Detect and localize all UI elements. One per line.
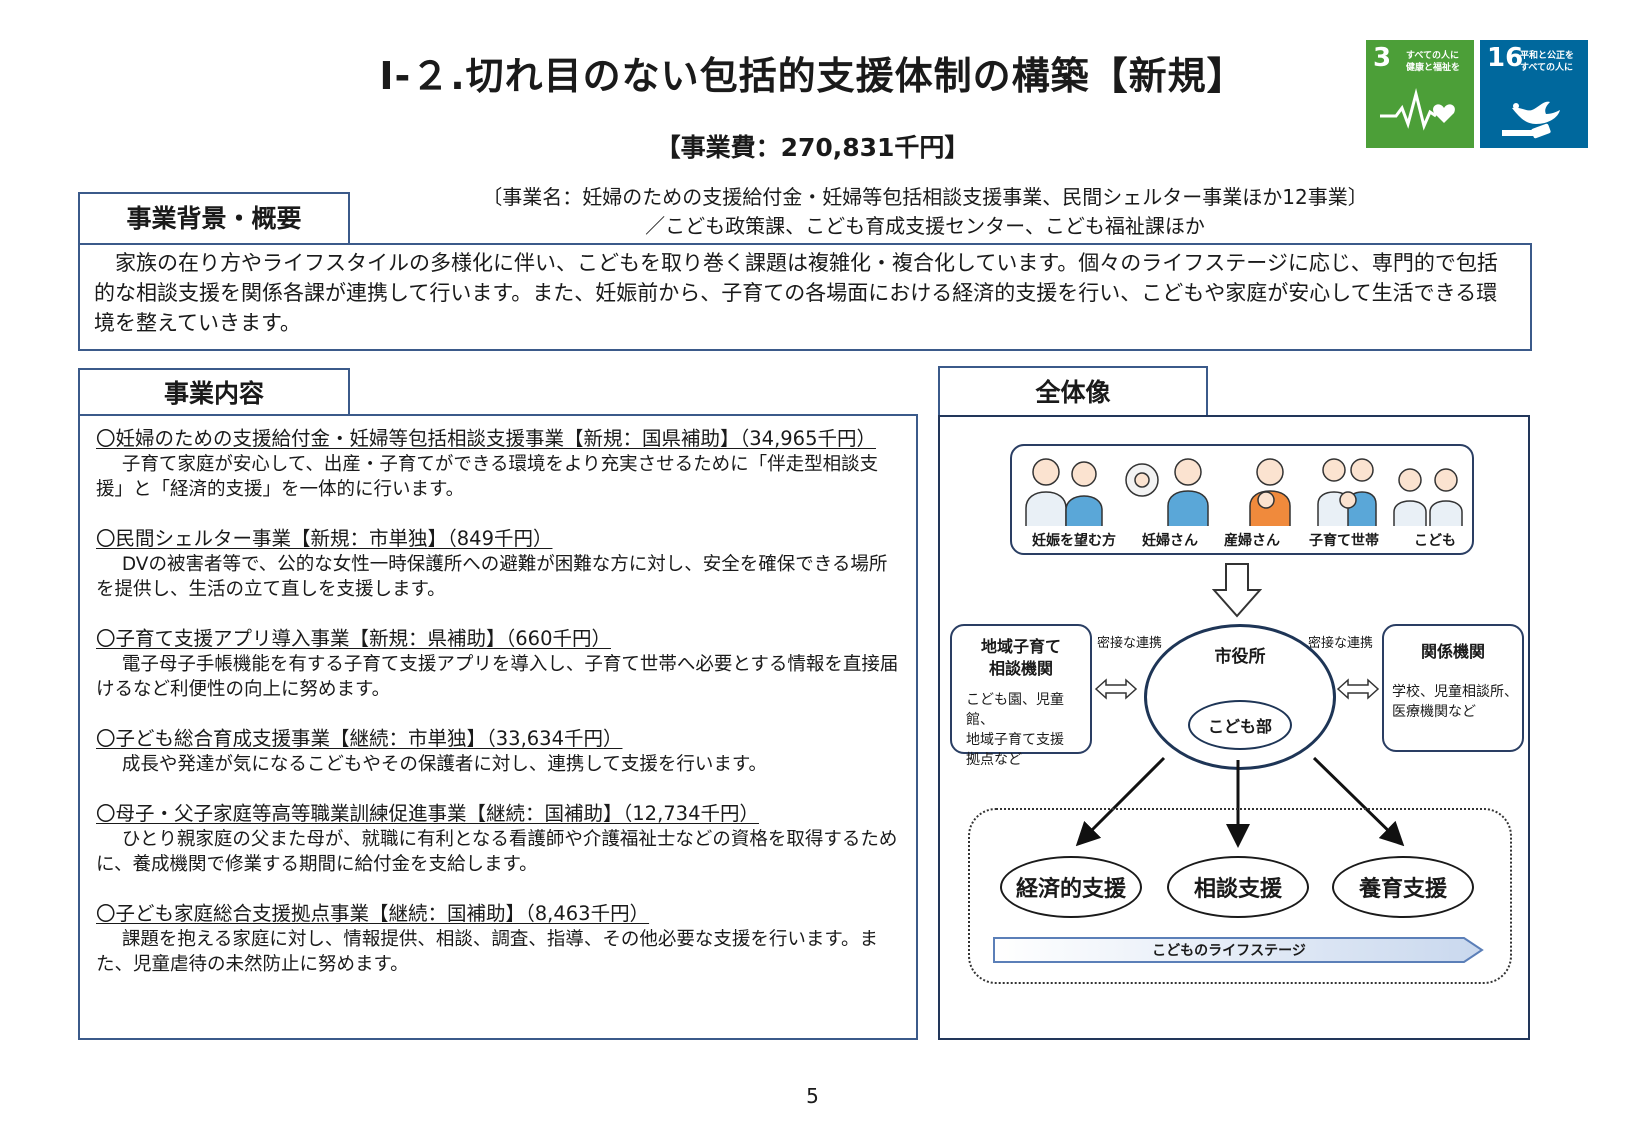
target-label: 産婦さん	[1224, 533, 1280, 549]
heartbeat-icon	[1380, 88, 1455, 131]
org-desc-line: 地域子育て支援	[966, 732, 1064, 748]
project-department-line: ／こども政策課、こども育成支援センター、こども福祉課ほか	[645, 214, 1205, 238]
item-description: ひとり親家庭の父また母が、就職に有利となる看護師や介護福祉士などの資格を取得する…	[96, 829, 898, 875]
target-label: 妊婦さん	[1142, 533, 1198, 549]
sdg-text-line: すべての人に	[1520, 63, 1574, 73]
sdg-number: 3	[1373, 43, 1392, 73]
support-region	[968, 808, 1512, 984]
sdg-badge-3: 3 すべての人に 健康と福祉を	[1366, 40, 1474, 148]
link-label-right: 密接な連携	[1308, 636, 1374, 651]
item-heading: 〇子ども家庭総合支援拠点事業【継続：国補助】（8,463千円）	[96, 902, 650, 925]
link-label-left: 密接な連携	[1097, 636, 1163, 651]
item-description: DVの被害者等で、公的な女性一時保護所への避難が困難な方に対し、安全を確保できる…	[96, 554, 888, 600]
content-item: 〇妊婦のための支援給付金・妊婦等包括相談支援事業【新規：国県補助】（34,965…	[96, 426, 900, 502]
org-desc-line: 拠点など	[966, 752, 1022, 768]
item-heading: 〇民間シェルター事業【新規：市単独】（849千円）	[96, 527, 553, 550]
org-description: こども園、児童館、 地域子育て支援 拠点など	[966, 690, 1090, 770]
childcare-support: 養育支援	[1332, 856, 1474, 918]
local-support-org: 地域子育て 相談機関 こども園、児童館、 地域子育て支援 拠点など	[950, 624, 1092, 768]
content-item: 〇子ども総合育成支援事業【継続：市単独】（33,634千円） 成長や発達が気にな…	[96, 726, 900, 777]
consultation-support: 相談支援	[1167, 856, 1309, 918]
item-heading: 〇妊婦のための支援給付金・妊婦等包括相談支援事業【新規：国県補助】（34,965…	[96, 427, 876, 450]
economic-support: 経済的支援	[1000, 856, 1142, 918]
org-desc-line: 学校、児童相談所、	[1392, 684, 1518, 700]
dove-gavel-icon	[1502, 101, 1560, 139]
item-description: 子育て家庭が安心して、出産・子育てができる環境をより充実させるために「伴走型相談…	[96, 454, 879, 500]
item-description: 電子母子手帳機能を有する子育て支援アプリを導入し、子育て世帯へ必要とする情報を直…	[96, 654, 899, 700]
double-arrow-right-icon	[1336, 678, 1380, 700]
support-arrows	[1075, 756, 1405, 848]
item-description: 成長や発達が気になるこどもやその保護者に対し、連携して支援を行います。	[121, 754, 767, 775]
down-arrow-icon	[1212, 563, 1262, 618]
sdg-text-line: 平和と公正を	[1520, 51, 1575, 61]
item-heading: 〇子育て支援アプリ導入事業【新規：県補助】（660千円）	[96, 627, 611, 650]
item-heading: 〇母子・父子家庭等高等職業訓練促進事業【継続：国補助】（12,734千円）	[96, 802, 759, 825]
content-item: 〇子育て支援アプリ導入事業【新規：県補助】（660千円） 電子母子手帳機能を有す…	[96, 626, 900, 702]
project-name: 〔事業名：妊婦のための支援給付金・妊婦等包括相談支援事業、民間シェルター事業ほか…	[340, 183, 1510, 241]
person-icon	[1025, 458, 1463, 526]
sdg-number: 16	[1487, 43, 1524, 73]
page-number: 5	[806, 1084, 819, 1108]
target-label: 子育て世帯	[1309, 533, 1379, 549]
total-cost: 【事業費：270,831千円】	[655, 133, 970, 162]
org-title: 地域子育て 相談機関	[952, 636, 1090, 680]
content-tab: 事業内容	[78, 368, 350, 416]
project-name-line: 〔事業名：妊婦のための支援給付金・妊婦等包括相談支援事業、民間シェルター事業ほか…	[482, 185, 1368, 209]
content-item: 〇民間シェルター事業【新規：市単独】（849千円） DVの被害者等で、公的な女性…	[96, 526, 900, 602]
org-desc-line: こども園、児童館、	[966, 692, 1064, 728]
overview-tab: 事業背景・概要	[78, 192, 350, 244]
overview-box: 家族の在り方やライフスタイルの多様化に伴い、こどもを取り巻く課題は複雑化・複合化…	[78, 243, 1532, 351]
targets-panel: 妊娠を望む方 妊婦さん 産婦さん 子育て世帯 こども	[1010, 444, 1474, 555]
lifestage-arrow	[993, 937, 1484, 963]
org-title-line: 相談機関	[988, 659, 1053, 678]
sdg-text: すべての人に 健康と福祉を	[1406, 50, 1460, 74]
org-title: 関係機関	[1420, 642, 1485, 661]
people-illustration	[1025, 458, 1463, 526]
double-arrow-left-icon	[1094, 678, 1138, 700]
target-label: こども	[1414, 533, 1456, 549]
related-agencies: 関係機関 学校、児童相談所、 医療機関など	[1382, 624, 1524, 752]
content-item: 〇子ども家庭総合支援拠点事業【継続：国補助】（8,463千円） 課題を抱える家庭…	[96, 901, 900, 977]
item-heading: 〇子ども総合育成支援事業【継続：市単独】（33,634千円）	[96, 727, 623, 750]
sdg-text-line: すべての人に	[1406, 51, 1460, 61]
org-description: 学校、児童相談所、 医療機関など	[1392, 682, 1518, 722]
content-item: 〇母子・父子家庭等高等職業訓練促進事業【継続：国補助】（12,734千円） ひと…	[96, 801, 900, 877]
overview-text: 家族の在り方やライフスタイルの多様化に伴い、こどもを取り巻く課題は複雑化・複合化…	[94, 251, 1498, 335]
org-title-line: 地域子育て	[980, 637, 1061, 656]
overall-tab: 全体像	[938, 366, 1208, 416]
org-desc-line: 医療機関など	[1392, 704, 1476, 720]
lifestage-label: こどものライフステージ	[1152, 943, 1306, 959]
sdg-badge-16: 16 平和と公正を すべての人に	[1480, 40, 1588, 148]
children-dept: こども部	[1188, 700, 1292, 750]
page-title: Ⅰ-２.切れ目のない包括的支援体制の構築【新規】	[379, 54, 1246, 98]
city-hall-label: 市役所	[1214, 647, 1266, 667]
content-box: 〇妊婦のための支援給付金・妊婦等包括相談支援事業【新規：国県補助】（34,965…	[78, 414, 918, 1040]
sdg-text-line: 健康と福祉を	[1406, 63, 1461, 73]
item-description: 課題を抱える家庭に対し、情報提供、相談、調査、指導、その他必要な支援を行います。…	[96, 929, 878, 975]
target-label: 妊娠を望む方	[1032, 533, 1116, 549]
sdg-text: 平和と公正を すべての人に	[1520, 50, 1574, 74]
